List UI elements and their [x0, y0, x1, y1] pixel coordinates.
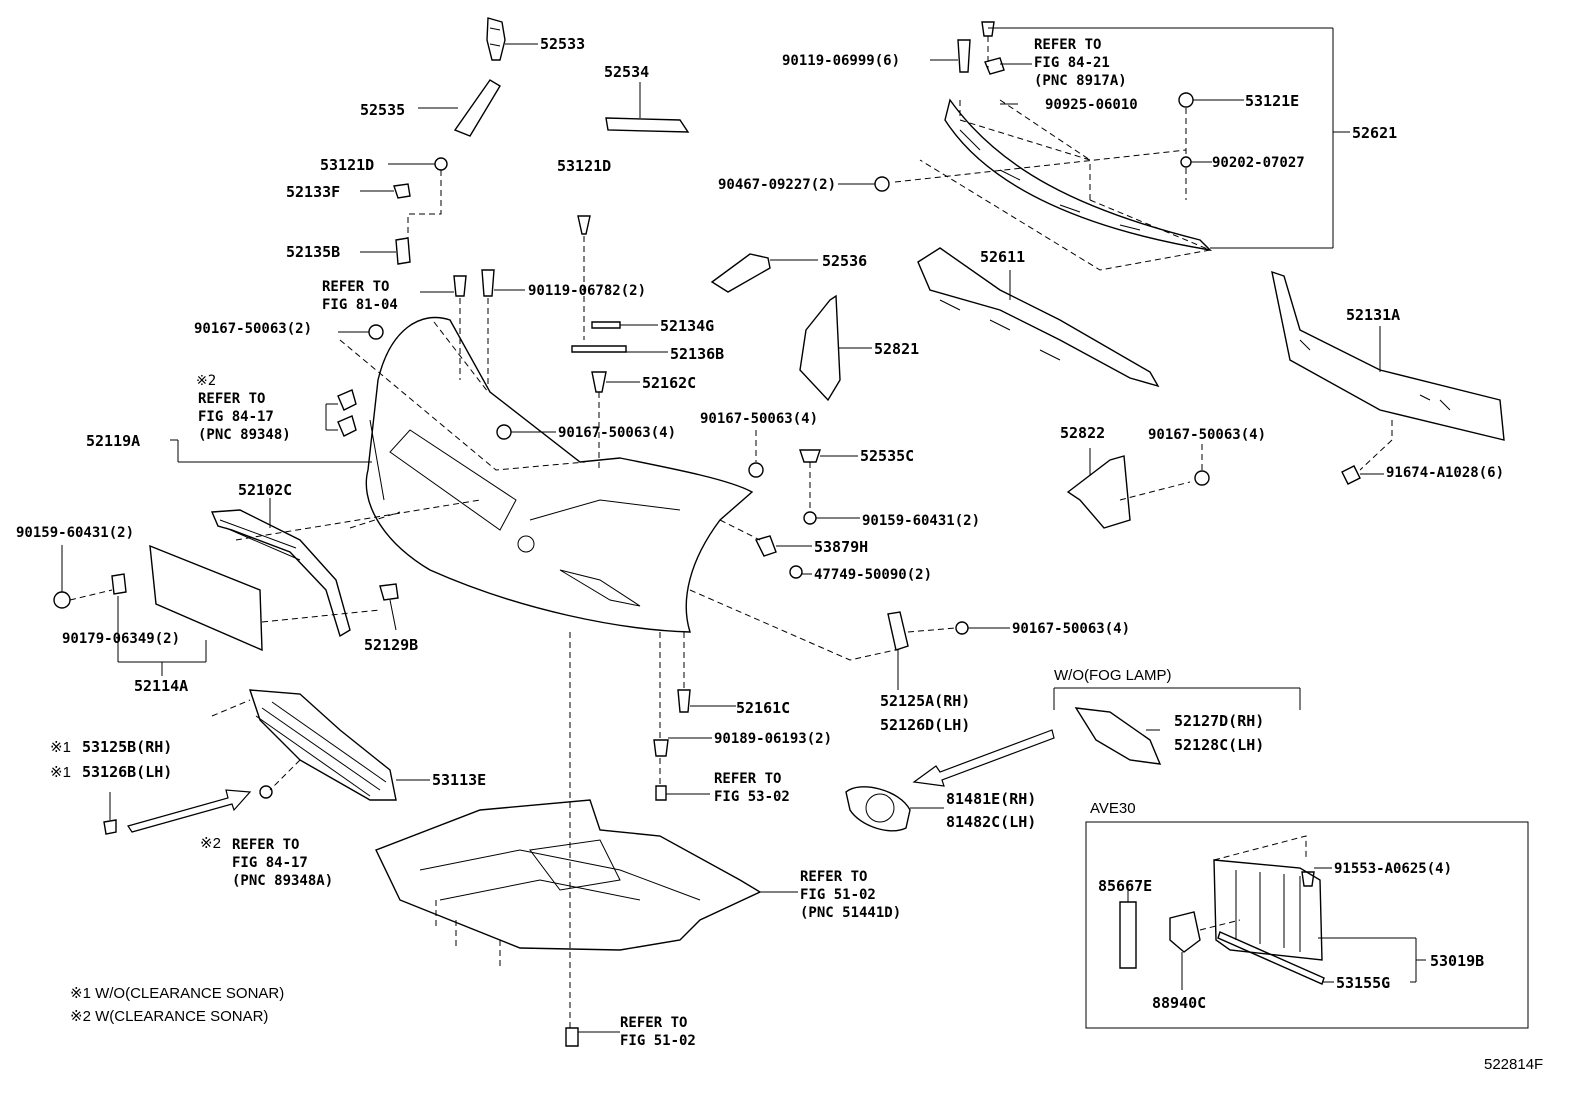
label-90202-07027: 90202-07027	[1212, 155, 1305, 171]
label-52127D: 52127D(RH)	[1174, 712, 1265, 730]
part-53879H-drawing	[719, 519, 812, 579]
part-52125A-drawing	[689, 589, 1010, 690]
label-52114A: 52114A	[134, 677, 189, 695]
label-53121D-a: 53121D	[320, 156, 375, 174]
legend-note-1: ※1 W/O(CLEARANCE SONAR)	[70, 985, 285, 1002]
label-52135B: 52135B	[286, 243, 341, 261]
label-90159-60431-b: 90159-60431(2)	[862, 513, 981, 529]
fasteners-lower-center	[569, 632, 736, 1030]
fog-lamp-group	[845, 687, 1301, 832]
legend-note-2: ※2 W(CLEARANCE SONAR)	[70, 1008, 269, 1025]
label-52129B: 52129B	[364, 636, 419, 654]
label-90119-06999: 90119-06999(6)	[782, 53, 901, 69]
label-53121D-b: 53121D	[557, 157, 612, 175]
part-52119A-drawing	[339, 316, 754, 633]
part-52533-drawing	[486, 17, 538, 61]
label-52535: 52535	[360, 101, 406, 119]
figure-id: 522814F	[1484, 1056, 1544, 1073]
group-ave30: AVE30	[1090, 800, 1136, 817]
label-52128C: 52128C(LH)	[1174, 736, 1265, 754]
part-52131A-drawing	[1271, 270, 1505, 485]
part-53113E-drawing	[103, 689, 430, 835]
label-52611: 52611	[980, 248, 1026, 266]
label-52162C: 52162C	[642, 374, 697, 392]
clip-53121D-center	[577, 215, 591, 340]
label-90159-60431-a: 90159-60431(2)	[16, 525, 135, 541]
label-88940C: 88940C	[1152, 994, 1207, 1012]
label-52161C: 52161C	[736, 699, 791, 717]
label-52821: 52821	[874, 340, 920, 358]
part-52821-drawing	[799, 294, 872, 402]
label-52534: 52534	[604, 63, 650, 81]
label-53121E: 53121E	[1245, 92, 1300, 110]
label-53019B: 53019B	[1430, 952, 1485, 970]
label-47749-50090: 47749-50090(2)	[814, 567, 933, 583]
label-52822: 52822	[1060, 424, 1106, 442]
ref-fig-84-17-mark: ※2	[196, 373, 217, 389]
label-53125B: 53125B(RH)	[82, 738, 173, 756]
mark-1a: ※1	[50, 739, 71, 756]
label-52136B: 52136B	[670, 345, 725, 363]
ave30-box	[1085, 821, 1529, 1029]
label-91553-A0625: 91553-A0625(4)	[1334, 861, 1453, 877]
label-81482C: 81482C(LH)	[946, 813, 1037, 831]
part-52102C-drawing	[53, 498, 481, 676]
label-90925-06010: 90925-06010	[1045, 97, 1138, 113]
label-90167-50063-a: 90167-50063(2)	[194, 321, 313, 337]
fasteners-upper	[338, 269, 860, 525]
bracket-52119A	[170, 389, 372, 463]
part-52535-drawing	[418, 79, 501, 137]
label-52535C: 52535C	[860, 447, 915, 465]
label-53113E: 53113E	[432, 771, 487, 789]
label-90167-50063-b: 90167-50063(4)	[558, 425, 677, 441]
clip-group-left	[360, 157, 448, 265]
label-52133F: 52133F	[286, 183, 341, 201]
label-90167-50063-c: 90167-50063(4)	[700, 411, 819, 427]
label-52125A: 52125A(RH)	[880, 692, 971, 710]
label-90189-06193: 90189-06193(2)	[714, 731, 833, 747]
label-52533: 52533	[540, 35, 586, 53]
group-fog-lamp: W/O(FOG LAMP)	[1054, 667, 1172, 684]
label-81481E: 81481E(RH)	[946, 790, 1037, 808]
label-90179-06349: 90179-06349(2)	[62, 631, 181, 647]
label-91674-A1028: 91674-A1028(6)	[1386, 465, 1505, 481]
ref-fig-84-17b-mark: ※2	[200, 835, 221, 852]
part-52822-drawing	[1066, 444, 1210, 529]
label-52119A: 52119A	[86, 432, 141, 450]
label-52621: 52621	[1352, 124, 1398, 142]
label-52126D: 52126D(LH)	[880, 716, 971, 734]
engine-under-cover-drawing	[375, 799, 798, 1047]
label-90119-06782: 90119-06782(2)	[528, 283, 647, 299]
label-52102C: 52102C	[238, 481, 293, 499]
part-52611-drawing	[917, 247, 1160, 388]
part-52536-drawing	[710, 253, 818, 293]
label-85667E: 85667E	[1098, 877, 1153, 895]
label-52536: 52536	[822, 252, 868, 270]
label-53879H: 53879H	[814, 538, 869, 556]
label-90467-09227: 90467-09227(2)	[718, 177, 837, 193]
label-53126B: 53126B(LH)	[82, 763, 173, 781]
mark-1b: ※1	[50, 764, 71, 781]
label-90167-50063-d: 90167-50063(4)	[1148, 427, 1267, 443]
label-52131A: 52131A	[1346, 306, 1401, 324]
part-52534-drawing	[605, 82, 690, 133]
label-53155G: 53155G	[1336, 974, 1391, 992]
label-90167-50063-e: 90167-50063(4)	[1012, 621, 1131, 637]
part-52621-drawing	[838, 21, 1350, 271]
label-52134G: 52134G	[660, 317, 715, 335]
